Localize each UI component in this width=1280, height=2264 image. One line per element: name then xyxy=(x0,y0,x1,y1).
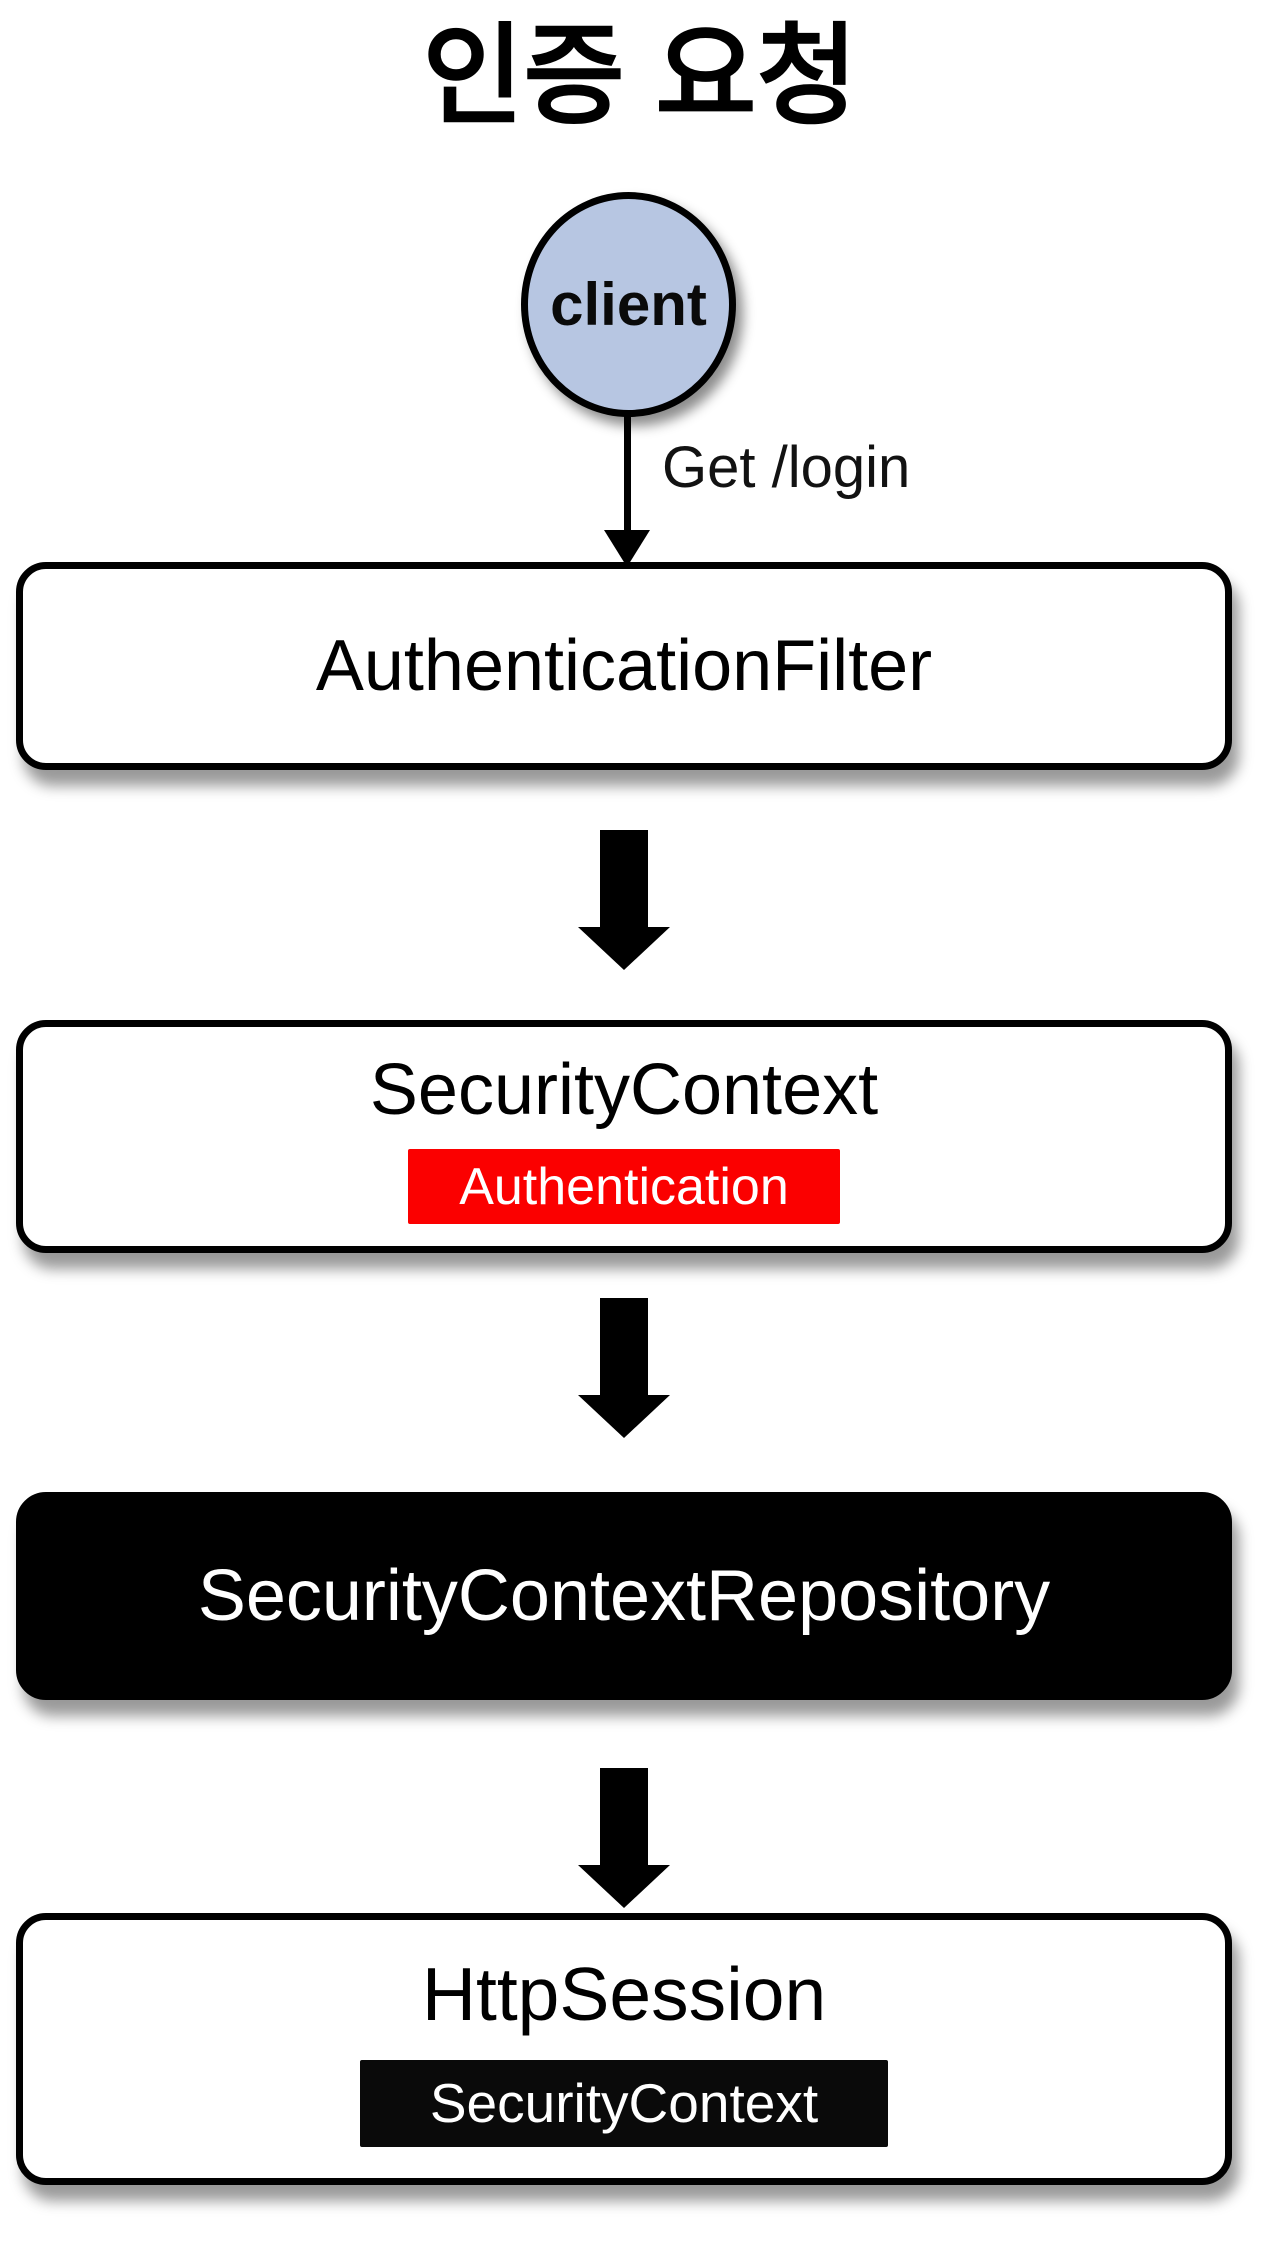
client-node: client xyxy=(521,192,736,417)
node-label: AuthenticationFilter xyxy=(315,625,933,706)
client-label: client xyxy=(550,271,707,338)
down-arrow-icon xyxy=(578,1768,670,1908)
down-arrow-icon xyxy=(578,1298,670,1438)
node-label: HttpSession xyxy=(421,1952,827,2037)
node-label: SecurityContextRepository xyxy=(197,1555,1051,1636)
node-label: SecurityContext xyxy=(369,1049,879,1130)
down-arrow-head xyxy=(578,1395,670,1438)
page-title: 인증 요청 xyxy=(422,15,858,138)
down-arrow-shaft xyxy=(600,1298,648,1395)
authentication-badge: Authentication xyxy=(408,1149,840,1225)
down-arrow-shaft xyxy=(600,1768,648,1865)
request-method-label: Get /login xyxy=(662,435,911,500)
node-security-context-repository: SecurityContextRepository xyxy=(16,1492,1232,1700)
request-arrowhead-icon xyxy=(604,530,650,567)
request-arrow-line xyxy=(624,412,631,534)
down-arrow-head xyxy=(578,927,670,970)
security-context-badge: SecurityContext xyxy=(360,2059,888,2147)
node-security-context: SecurityContext Authentication xyxy=(16,1020,1232,1253)
node-authentication-filter: AuthenticationFilter xyxy=(16,562,1232,770)
down-arrow-head xyxy=(578,1865,670,1908)
down-arrow-icon xyxy=(578,830,670,970)
down-arrow-shaft xyxy=(600,830,648,927)
node-http-session: HttpSession SecurityContext xyxy=(16,1913,1232,2185)
